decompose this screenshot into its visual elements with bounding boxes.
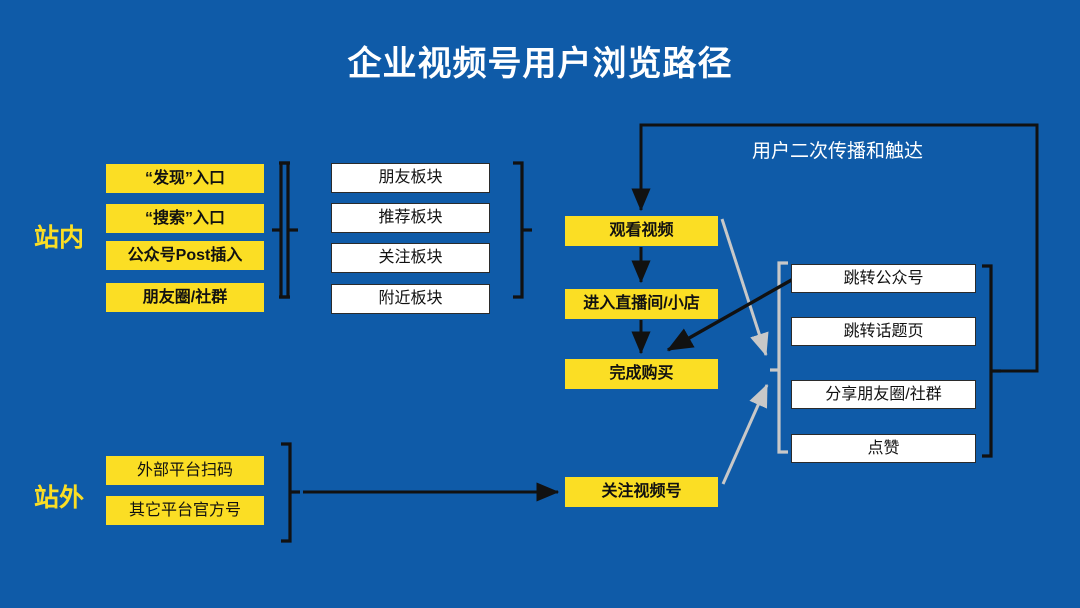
action-like[interactable]: 点赞: [791, 434, 976, 463]
offsite-source-other-platform[interactable]: 其它平台官方号: [106, 496, 264, 525]
action-jump-official-account[interactable]: 跳转公众号: [791, 264, 976, 293]
action-jump-topic-page[interactable]: 跳转话题页: [791, 317, 976, 346]
page-title: 企业视频号用户浏览路径: [347, 45, 733, 83]
feedback-loop-label: 用户二次传播和触达: [752, 141, 924, 162]
brace-entry-sources: [279, 161, 298, 299]
brace-actions-right: [982, 264, 1001, 458]
flow-complete-purchase[interactable]: 完成购买: [565, 359, 718, 389]
section-friends[interactable]: 朋友板块: [331, 163, 490, 193]
flow-enter-live-shop[interactable]: 进入直播间/小店: [565, 289, 718, 319]
brace-sections-right: [513, 161, 532, 299]
group-label-onsite: 站内: [34, 224, 85, 252]
entry-source-search[interactable]: “搜索”入口: [106, 204, 264, 233]
entry-source-discover[interactable]: “发现”入口: [106, 164, 264, 193]
brace-offsite-sources: [281, 442, 300, 543]
section-following[interactable]: 关注板块: [331, 243, 490, 273]
section-recommend[interactable]: 推荐板块: [331, 203, 490, 233]
section-nearby[interactable]: 附近板块: [331, 284, 490, 314]
group-label-offsite: 站外: [34, 484, 85, 512]
flow-watch-video[interactable]: 观看视频: [565, 216, 718, 246]
offsite-target-follow-channel[interactable]: 关注视频号: [565, 477, 718, 507]
gray-arrow-follow-to-actions: [721, 383, 769, 485]
gray-arrow-watch-to-actions: [720, 218, 769, 357]
offsite-source-external-qr[interactable]: 外部平台扫码: [106, 456, 264, 485]
brace-sections-left: [272, 161, 290, 299]
entry-source-official-post[interactable]: 公众号Post插入: [106, 241, 264, 270]
brace-actions-left: [770, 261, 788, 454]
entry-source-moments-group[interactable]: 朋友圈/社群: [106, 283, 264, 312]
action-share-moments-group[interactable]: 分享朋友圈/社群: [791, 380, 976, 409]
